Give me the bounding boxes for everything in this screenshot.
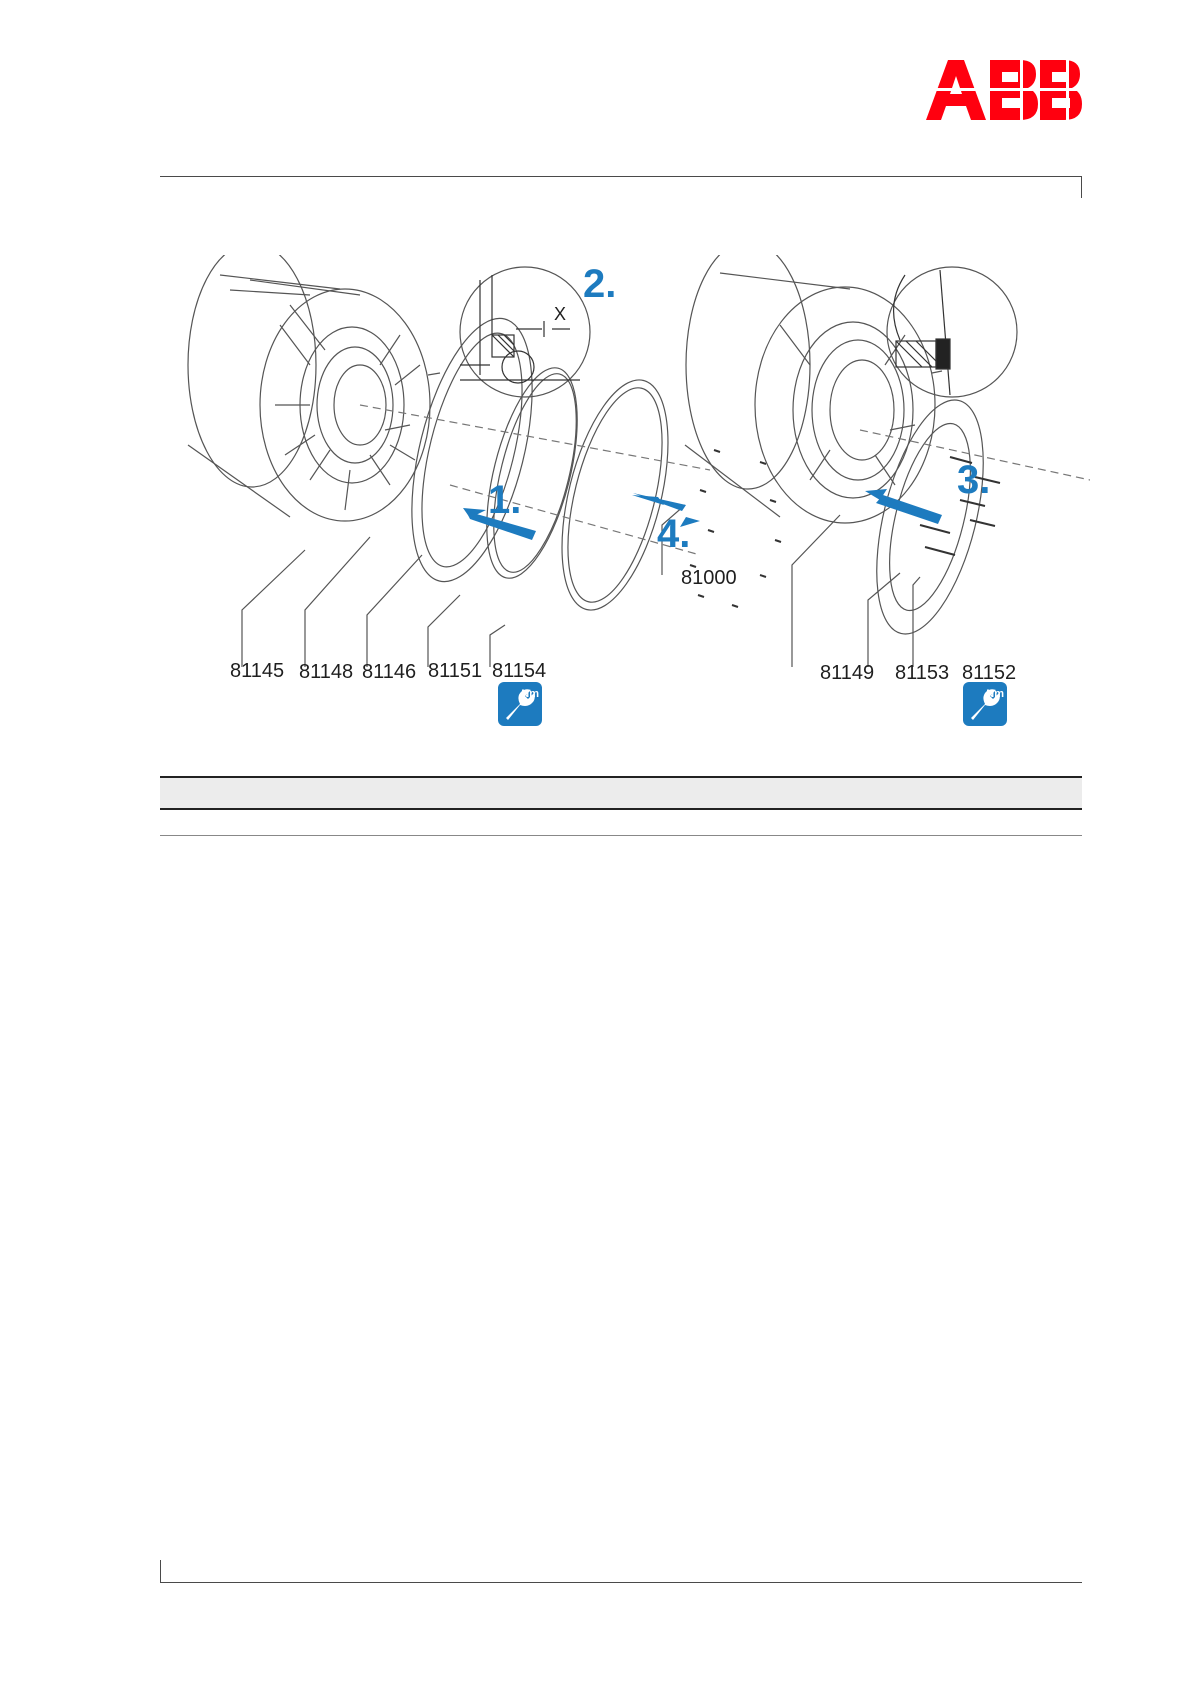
header-rule — [160, 176, 1082, 177]
part-label-81145: 81145 — [230, 660, 284, 683]
table-header-rule — [160, 808, 1082, 810]
torque-icon-label: Nm — [521, 688, 539, 700]
dimension-x-label: X — [554, 304, 566, 325]
header-rule-tick — [1081, 176, 1082, 198]
part-label-81153: 81153 — [895, 662, 949, 685]
table-bottom-rule — [160, 835, 1082, 836]
left-rotor-drawing — [188, 255, 440, 521]
part-label-81148: 81148 — [299, 661, 353, 684]
abb-logo — [924, 58, 1082, 122]
part-label-81149: 81149 — [820, 662, 874, 685]
part-label-81154: 81154 — [492, 660, 546, 683]
step-2-label: 2. — [583, 262, 616, 307]
step-3-label: 3. — [957, 458, 990, 503]
torque-icon-label: Nm — [986, 688, 1004, 700]
step-1-label: 1. — [488, 478, 521, 523]
part-label-81000: 81000 — [681, 567, 737, 590]
footer-rule — [160, 1582, 1082, 1583]
step-4-label: 4. — [657, 512, 690, 557]
part-label-81146: 81146 — [362, 661, 416, 684]
part-label-81151: 81151 — [428, 660, 482, 683]
footer-rule-tick — [160, 1560, 161, 1582]
table-header-row — [160, 778, 1082, 808]
torque-wrench-icon: Nm — [963, 682, 1007, 726]
torque-wrench-icon: Nm — [498, 682, 542, 726]
right-rotor-drawing — [685, 255, 942, 523]
